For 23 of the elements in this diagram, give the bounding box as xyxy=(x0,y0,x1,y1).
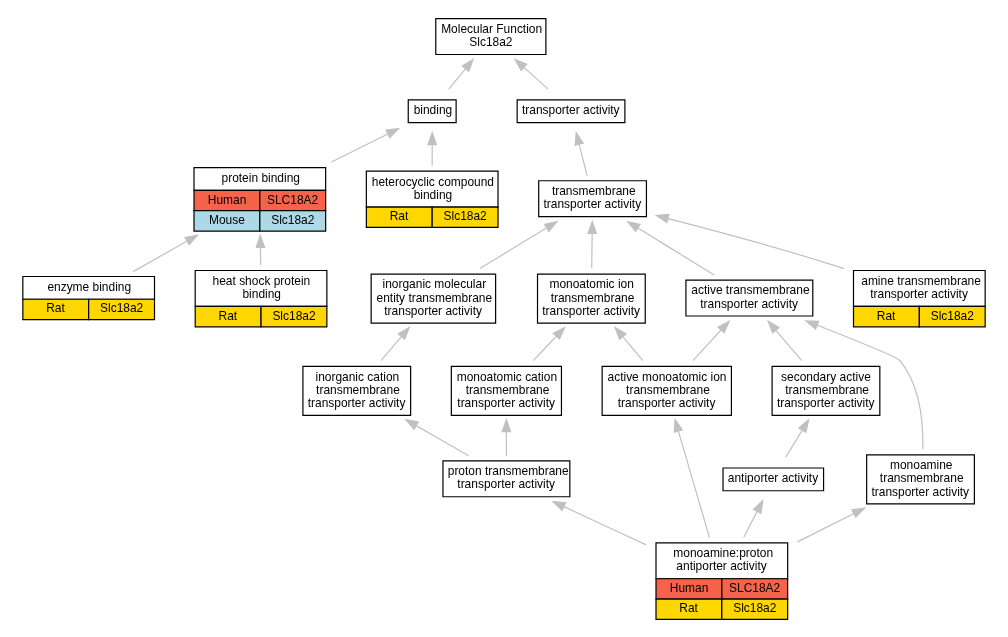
arrow xyxy=(654,213,845,269)
arrow xyxy=(427,130,438,166)
arrow xyxy=(501,417,512,456)
arrow xyxy=(804,319,924,450)
arrow xyxy=(330,127,401,163)
arrow xyxy=(479,220,559,269)
arrow xyxy=(796,506,867,542)
arrow xyxy=(574,130,588,176)
arrow xyxy=(448,57,475,90)
arrow xyxy=(766,319,803,361)
arrow xyxy=(587,219,598,269)
arrow xyxy=(380,325,411,361)
arrow xyxy=(673,417,711,538)
arrow xyxy=(626,220,715,276)
arrow xyxy=(692,319,731,361)
arrow xyxy=(743,498,764,538)
arrow xyxy=(785,417,810,458)
arrow xyxy=(613,325,644,361)
arrow xyxy=(132,233,200,272)
arrow xyxy=(404,418,470,456)
arrow xyxy=(551,500,647,545)
arrow xyxy=(532,325,566,361)
arrow xyxy=(513,57,549,90)
